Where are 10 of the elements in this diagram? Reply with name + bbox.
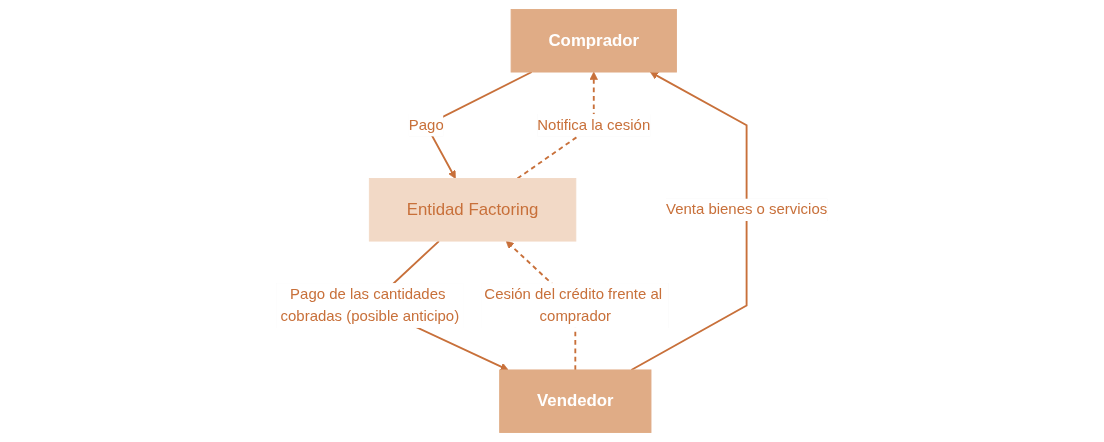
node-box: Comprador: [510, 9, 678, 73]
edge-label: Venta bienes o servicios: [666, 201, 828, 218]
arrow: [516, 71, 599, 180]
edge-label: Notifica la cesión: [537, 116, 651, 133]
arrow: [630, 71, 748, 371]
node-box: Vendedor: [499, 369, 652, 433]
edge-label: Cesión del crédito frente al comprador: [484, 285, 663, 325]
node-box: Entidad Factoring: [369, 178, 577, 242]
edge-label: Pago de las cantidades cobradas (posible anticipo): [280, 285, 460, 325]
edge-label: Pago: [409, 116, 444, 133]
